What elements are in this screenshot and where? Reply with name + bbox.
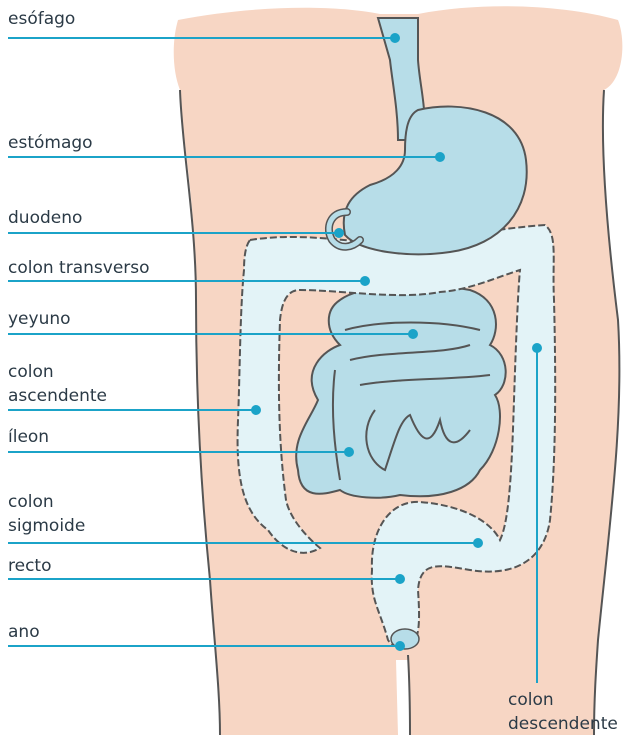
label-colon-transverso: colon transverso (8, 256, 150, 280)
label-duodeno: duodeno (8, 206, 82, 230)
label-ano: ano (8, 620, 40, 644)
label-colon-ascendente: colon ascendente (8, 360, 107, 408)
leader-dot-esofago (391, 34, 399, 42)
leader-dot-colon-ascendente (252, 406, 260, 414)
leader-dot-ano (396, 642, 404, 650)
leader-dot-yeyuno (409, 330, 417, 338)
leader-dot-duodeno (335, 229, 343, 237)
leader-dot-estomago (436, 153, 444, 161)
leader-dot-colon-transverso (361, 277, 369, 285)
label-estomago: estómago (8, 131, 93, 155)
leader-dot-colon-descendente (533, 344, 541, 352)
label-colon-sigmoide: colon sigmoide (8, 490, 85, 538)
leader-dot-colon-sigmoide (474, 539, 482, 547)
label-yeyuno: yeyuno (8, 307, 71, 331)
label-recto: recto (8, 554, 52, 578)
label-colon-descendente: colon descendente (508, 688, 618, 736)
label-ileon: íleon (8, 425, 49, 449)
leader-dot-recto (396, 575, 404, 583)
label-esofago: esófago (8, 7, 75, 31)
leader-dot-ileon (345, 448, 353, 456)
